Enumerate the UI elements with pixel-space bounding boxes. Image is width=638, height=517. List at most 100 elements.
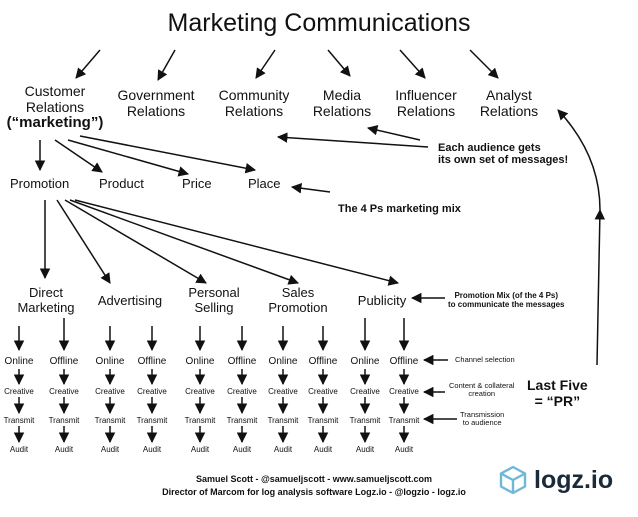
step-label: Transmit <box>307 416 339 425</box>
flow-arrow <box>290 183 331 194</box>
audience-analyst-relations: Analyst Relations <box>449 87 569 119</box>
audience-line: Relations <box>396 102 456 119</box>
step-label: Creative <box>268 387 298 396</box>
step-label: Transmit <box>3 416 35 425</box>
step-label: Audit <box>313 445 333 454</box>
four-ps-place: Place <box>248 176 281 191</box>
step-label: Creative <box>308 387 338 396</box>
mix-sales-promotion: Sales Promotion <box>248 285 348 315</box>
note-four-ps: The 4 Ps marketing mix <box>338 203 461 215</box>
step-label: Audit <box>54 445 74 454</box>
audience-community-relations: Community Relations <box>194 87 314 119</box>
flow-arrow <box>54 139 103 173</box>
mix-advertising: Advertising <box>80 293 180 309</box>
step-label: Transmit <box>349 416 381 425</box>
mix-personal-selling: Personal Selling <box>164 285 264 315</box>
step-label: Audit <box>232 445 252 454</box>
step-label: Transmit <box>184 416 216 425</box>
step-label: Transmit <box>226 416 258 425</box>
note-line: Each audience gets <box>438 142 541 154</box>
step-label: Audit <box>190 445 210 454</box>
audience-line: Analyst <box>486 87 532 103</box>
cube-logo-icon <box>499 465 527 495</box>
audience-line: Government <box>117 87 195 103</box>
channel-label: Offline <box>227 356 257 367</box>
mix-line: Promotion <box>268 299 328 315</box>
four-ps-price: Price <box>182 176 212 191</box>
audience-marketing-label: (“marketing”) <box>6 114 104 132</box>
step-label: Creative <box>95 387 125 396</box>
note-line: Promotion Mix (of the 4 Ps) <box>454 291 559 300</box>
flow-arrow <box>366 125 421 141</box>
channel-label: Online <box>350 356 380 367</box>
flow-arrow <box>276 132 429 148</box>
note-line: = “PR” <box>534 392 581 409</box>
step-label: Audit <box>394 445 414 454</box>
step-label: Creative <box>185 387 215 396</box>
mix-publicity: Publicity <box>332 293 432 309</box>
audience-line: Relations <box>224 102 284 119</box>
step-label: Creative <box>49 387 79 396</box>
step-label: Creative <box>137 387 167 396</box>
step-label: Creative <box>4 387 34 396</box>
four-ps-promotion: Promotion <box>10 176 70 191</box>
flow-arrow <box>64 199 207 284</box>
note-content-creation: Content & collateral creation <box>449 381 515 399</box>
flow-arrow <box>399 49 426 79</box>
step-label: Transmit <box>267 416 299 425</box>
audience-line: Relations <box>312 102 372 119</box>
footer-author-line: Samuel Scott - @samueljscott - www.samue… <box>196 474 432 484</box>
mix-line: Personal <box>188 285 240 300</box>
step-label: Audit <box>273 445 293 454</box>
step-label: Audit <box>9 445 29 454</box>
four-ps-product: Product <box>99 176 144 191</box>
page-title: Marketing Communications <box>167 9 471 37</box>
note-line: Transmission <box>460 410 505 419</box>
note-line: to audience <box>462 418 502 428</box>
footer-role-line: Director of Marcom for log analysis soft… <box>162 487 466 497</box>
channel-label: Online <box>95 356 125 367</box>
note-promotion-mix: Promotion Mix (of the 4 Ps) to communica… <box>448 291 565 310</box>
audience-line: Relations <box>479 102 539 119</box>
channel-label: Offline <box>137 356 167 367</box>
note-line: creation <box>468 389 496 399</box>
step-label: Creative <box>389 387 419 396</box>
flow-arrow <box>67 139 190 177</box>
audience-line: Customer <box>24 83 86 99</box>
channel-label: Offline <box>308 356 338 367</box>
mix-direct-marketing: Direct Marketing <box>0 285 96 315</box>
flow-arrow <box>157 49 176 81</box>
channel-label: Offline <box>49 356 79 367</box>
note-line: Content & collateral <box>449 381 515 390</box>
audience-customer-relations: Customer Relations (“marketing”) <box>0 83 115 132</box>
logo-wordmark: logz.io <box>534 465 614 494</box>
channel-label: Offline <box>389 356 419 367</box>
flow-arrow-curve <box>557 109 601 211</box>
audience-influencer-relations: Influencer Relations <box>366 87 486 119</box>
step-label: Creative <box>227 387 257 396</box>
step-label: Transmit <box>48 416 80 425</box>
step-label: Audit <box>100 445 120 454</box>
audience-government-relations: Government Relations <box>96 87 216 119</box>
audience-line: Media <box>322 87 362 103</box>
flow-arrow <box>327 49 351 77</box>
step-label: Transmit <box>94 416 126 425</box>
flow-arrow <box>255 49 276 79</box>
step-label: Transmit <box>388 416 420 425</box>
note-line: to communicate the messages <box>448 299 565 309</box>
step-label: Audit <box>142 445 162 454</box>
mix-line: Publicity <box>357 293 407 308</box>
audience-line: Relations <box>25 98 85 115</box>
step-label: Creative <box>350 387 380 396</box>
logz-io-logo: logz.io <box>497 464 613 496</box>
audience-media-relations: Media Relations <box>282 87 402 119</box>
audience-line: Community <box>218 87 290 103</box>
flow-arrow <box>69 199 299 285</box>
mix-line: Advertising <box>97 293 163 308</box>
note-transmission: Transmission to audience <box>460 410 505 428</box>
note-last-five-pr: Last Five = “PR” <box>527 377 588 409</box>
audience-line: Influencer <box>395 87 457 103</box>
flow-arrow <box>469 49 499 79</box>
step-label: Transmit <box>136 416 168 425</box>
